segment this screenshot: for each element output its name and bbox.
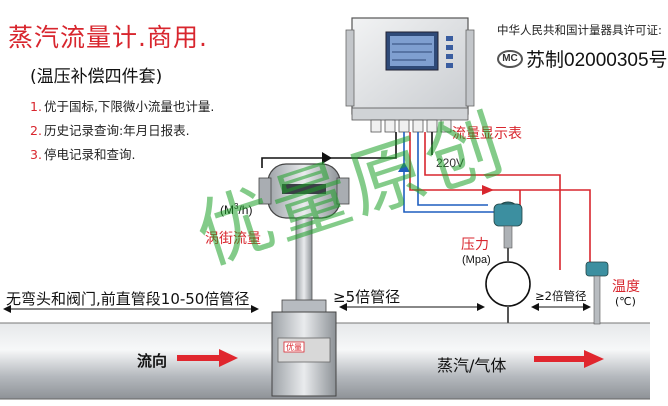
pressure-unit-label: (Mpa) [462,254,491,266]
medium-direction-arrow [534,350,604,368]
mc-mark-icon: MC [497,50,523,68]
temperature-sensor [585,261,609,325]
flow-unit-label: (M3/h) [220,202,252,217]
pressure-label: 压力 [461,237,489,253]
flow-unit-base: (M [220,203,234,217]
feature-item-3: 3.停电记录和查询. [30,144,135,163]
page-subtitle: (温压补偿四件套) [30,67,163,87]
pressure-siphon-loop [485,261,531,307]
power-label: 220V [436,156,465,170]
flow-display-unit [345,17,475,133]
flow-direction-label: 流向 [137,352,168,370]
flow-direction-arrow [177,349,238,367]
cable-glands [370,119,452,133]
medium-label: 蒸汽/气体 [437,356,507,375]
feature-item-1: 1.优于国标,下限微小流量也计量. [30,96,214,115]
downstream-5x-label: ≥5倍管径 [333,288,401,306]
diagram-canvas: 优量 [0,17,650,400]
flow-unit-tail: /h) [238,203,253,217]
display-unit-label: 流量显示表 [452,126,522,142]
feature-text: 停电记录和查询. [43,147,136,162]
wire-arrows [322,152,494,195]
certification-number: 苏制02000305号 [526,50,668,71]
keypad [446,36,453,68]
feature-number: 3. [30,147,42,162]
feature-number: 1. [30,99,42,114]
certification-line: 中华人民共和国计量器具许可证: [497,23,662,37]
feature-text: 历史记录查询:年月日报表. [43,123,190,138]
feature-text: 优于国标,下限微小流量也计量. [43,99,215,114]
feature-item-2: 2.历史记录查询:年月日报表. [30,120,190,139]
temperature-label: 温度 [612,279,640,295]
downstream-2x-label: ≥2倍管径 [535,289,587,303]
pressure-transmitter [485,201,531,323]
upstream-requirement-label: 无弯头和阀门,前直管段10-50倍管径 [6,290,250,308]
vortex-meter-label: 涡街流量 [205,231,261,247]
feature-number: 2. [30,123,42,138]
vortex-flowmeter: 优量 [258,163,350,397]
meter-badge-text: 优量 [286,342,302,352]
temperature-unit-label: (℃) [615,295,636,308]
flow-unit-sup: 3 [234,202,239,211]
page-title: 蒸汽流量计.商用. [8,23,208,52]
